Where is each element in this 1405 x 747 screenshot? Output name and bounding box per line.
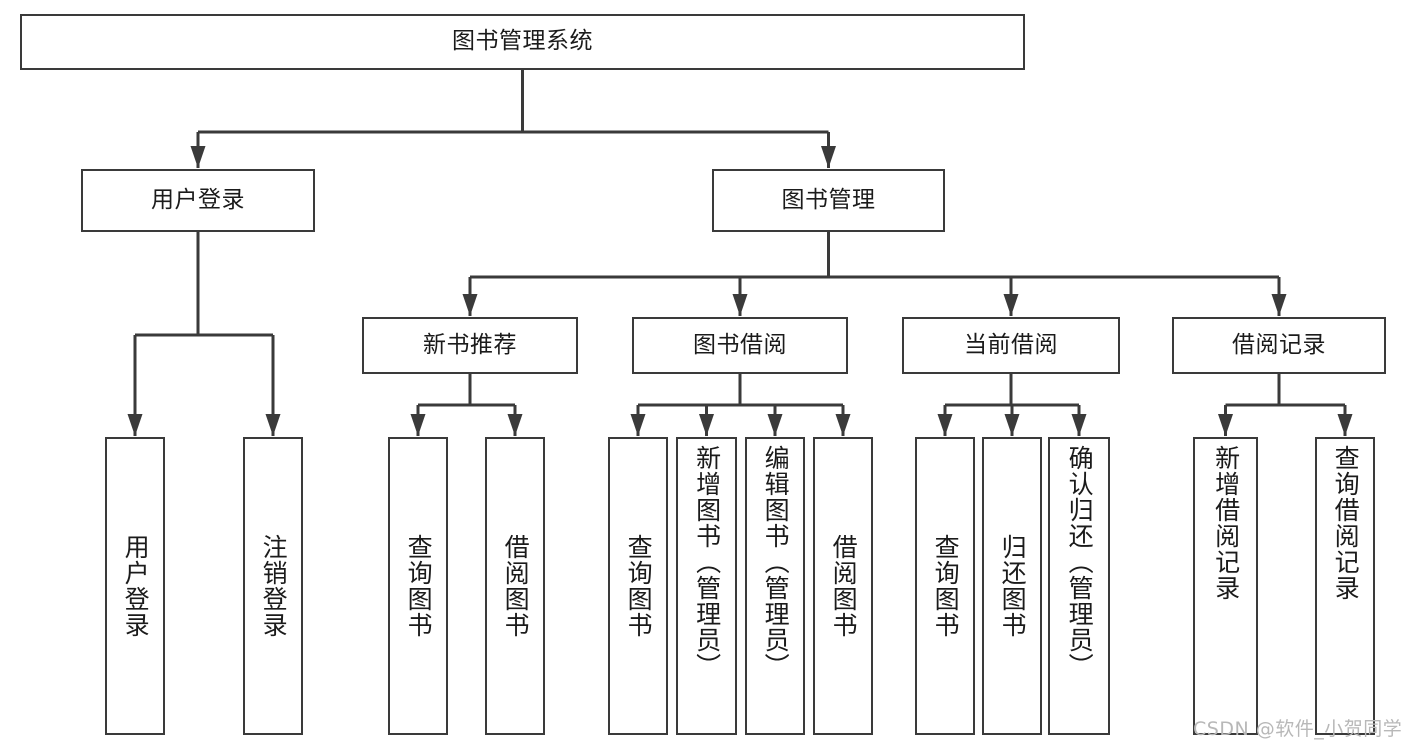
node-leaf-log-query[interactable]: 查询借阅记录 [1315, 437, 1375, 735]
node-new-book-rec[interactable]: 新书推荐 [362, 317, 578, 374]
arrowhead-icon [1218, 414, 1233, 436]
node-label: 图书管理 [781, 186, 876, 213]
arrowhead-icon [821, 146, 836, 168]
node-label: 归还图书 [998, 534, 1028, 638]
watermark-label: CSDN @软件_小贺同学 [1193, 718, 1403, 740]
node-label: 编辑图书（管理员） [761, 445, 791, 679]
node-label: 用户登录 [121, 534, 151, 638]
node-label: 注销登录 [259, 534, 289, 638]
arrowhead-icon [732, 294, 748, 316]
node-root[interactable]: 图书管理系统 [20, 14, 1025, 70]
arrowhead-icon [699, 414, 714, 436]
node-label: 借阅记录 [1232, 331, 1326, 358]
node-label: 用户登录 [151, 186, 245, 213]
node-leaf-brw-query[interactable]: 查询图书 [608, 437, 668, 735]
node-current-borrow[interactable]: 当前借阅 [902, 317, 1120, 374]
node-label: 查询借阅记录 [1331, 445, 1361, 601]
arrowhead-icon [630, 414, 646, 436]
arrowhead-icon [937, 414, 953, 436]
node-leaf-user-login[interactable]: 用户登录 [105, 437, 165, 735]
node-label: 新增借阅记录 [1211, 445, 1241, 601]
arrowhead-icon [835, 414, 851, 436]
arrowhead-icon [767, 414, 783, 436]
arrowhead-icon [190, 146, 206, 168]
node-leaf-cur-confirm[interactable]: 确认归还（管理员） [1048, 437, 1110, 735]
arrowhead-icon [1071, 414, 1087, 436]
arrowhead-icon [507, 414, 523, 436]
node-label: 借阅图书 [501, 534, 531, 638]
node-leaf-rec-borrow[interactable]: 借阅图书 [485, 437, 545, 735]
arrowhead-icon [1271, 294, 1287, 316]
node-label: 借阅图书 [829, 534, 859, 638]
node-book-manage[interactable]: 图书管理 [712, 169, 945, 232]
node-label: 新增图书（管理员） [692, 445, 722, 679]
node-label: 图书管理系统 [452, 28, 593, 55]
node-label: 图书借阅 [693, 331, 787, 358]
arrowhead-icon [1337, 414, 1353, 436]
arrowhead-icon [127, 414, 143, 436]
arrowhead-icon [410, 414, 426, 436]
node-book-borrow[interactable]: 图书借阅 [632, 317, 848, 374]
node-label: 查询图书 [404, 534, 434, 638]
node-label: 新书推荐 [423, 331, 517, 358]
node-leaf-user-logout[interactable]: 注销登录 [243, 437, 303, 735]
arrowhead-icon [1004, 414, 1020, 436]
node-label: 确认归还（管理员） [1065, 445, 1095, 679]
node-label: 查询图书 [931, 534, 961, 638]
node-leaf-cur-return[interactable]: 归还图书 [982, 437, 1042, 735]
node-leaf-brw-borrow[interactable]: 借阅图书 [813, 437, 873, 735]
node-borrow-record[interactable]: 借阅记录 [1172, 317, 1386, 374]
node-leaf-cur-query[interactable]: 查询图书 [915, 437, 975, 735]
node-label: 当前借阅 [964, 331, 1058, 358]
node-leaf-brw-edit[interactable]: 编辑图书（管理员） [745, 437, 805, 735]
arrowhead-icon [265, 414, 281, 436]
node-leaf-brw-add[interactable]: 新增图书（管理员） [676, 437, 737, 735]
node-leaf-rec-query[interactable]: 查询图书 [388, 437, 448, 735]
node-user-login[interactable]: 用户登录 [81, 169, 315, 232]
arrowhead-icon [462, 294, 478, 316]
node-label: 查询图书 [624, 534, 654, 638]
arrowhead-icon [1003, 294, 1019, 316]
node-leaf-log-add[interactable]: 新增借阅记录 [1193, 437, 1258, 735]
